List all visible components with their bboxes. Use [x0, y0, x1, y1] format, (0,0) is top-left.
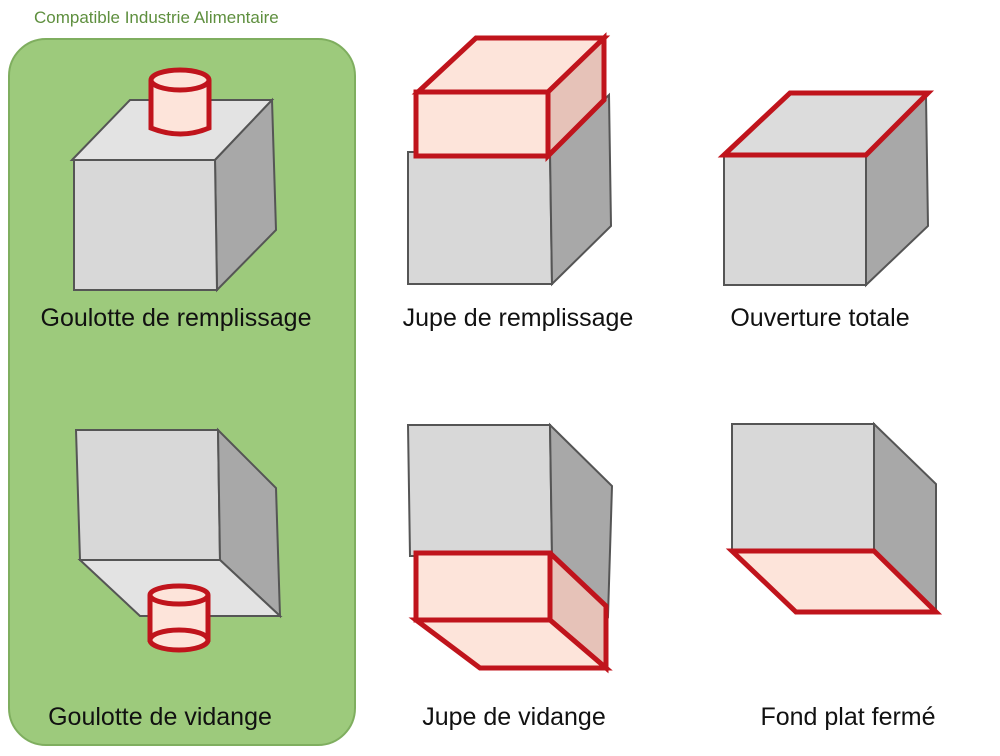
bag-fill-spout-icon: [69, 67, 278, 293]
bag-discharge-spout-icon: [74, 427, 283, 653]
label-discharge-skirt: Jupe de vidange: [422, 703, 606, 731]
bag-flat-bottom-icon: [725, 421, 943, 615]
label-open-top: Ouverture totale: [730, 304, 910, 332]
bag-fill-skirt-icon: [407, 32, 613, 287]
panel-title: Compatible Industrie Alimentaire: [34, 8, 279, 27]
bag-open-top-icon: [717, 90, 935, 288]
label-fill-skirt: Jupe de remplissage: [402, 304, 634, 332]
label-fill-spout: Goulotte de remplissage: [40, 304, 312, 332]
label-discharge-spout: Goulotte de vidange: [48, 703, 272, 731]
label-flat-bottom: Fond plat fermé: [760, 703, 936, 731]
bag-discharge-skirt-icon: [406, 422, 614, 674]
